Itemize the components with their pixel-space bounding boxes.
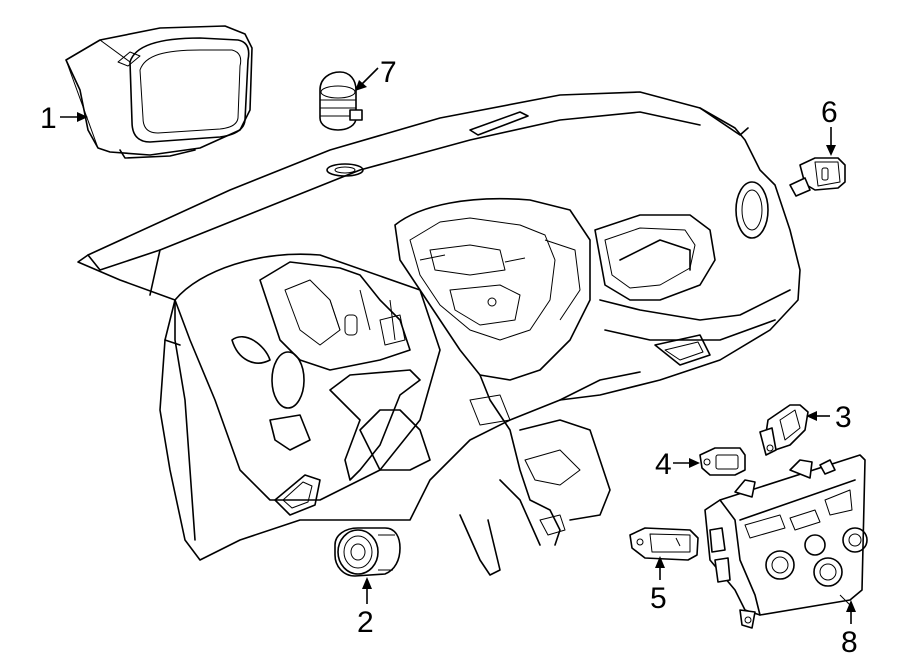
part-4-switch [699, 447, 746, 476]
callout-number: 4 [655, 448, 672, 481]
callout-number: 5 [650, 582, 667, 615]
part-3-switch [759, 404, 809, 456]
part-6-switch [789, 157, 846, 197]
callout-number: 2 [357, 606, 374, 639]
part-1-display-hood [65, 25, 253, 159]
callout-8: 8 [841, 600, 858, 659]
callout-6: 6 [821, 96, 838, 156]
callout-number: 1 [40, 102, 57, 135]
callout-2: 2 [357, 577, 374, 639]
instrument-panel [77, 91, 801, 576]
part-5-switch [629, 527, 699, 561]
callout-1: 1 [40, 102, 88, 135]
callout-number: 6 [821, 96, 838, 129]
callout-number: 7 [380, 56, 397, 89]
part-8-control-panel [704, 454, 868, 629]
callout-7: 7 [355, 56, 397, 91]
callout-3: 3 [806, 401, 852, 434]
callout-number: 3 [835, 401, 852, 434]
part-7-sensor [319, 71, 363, 131]
callout-5: 5 [650, 556, 667, 615]
callout-number: 8 [841, 626, 858, 659]
callout-4: 4 [655, 448, 700, 481]
part-2-push-button [334, 527, 401, 577]
